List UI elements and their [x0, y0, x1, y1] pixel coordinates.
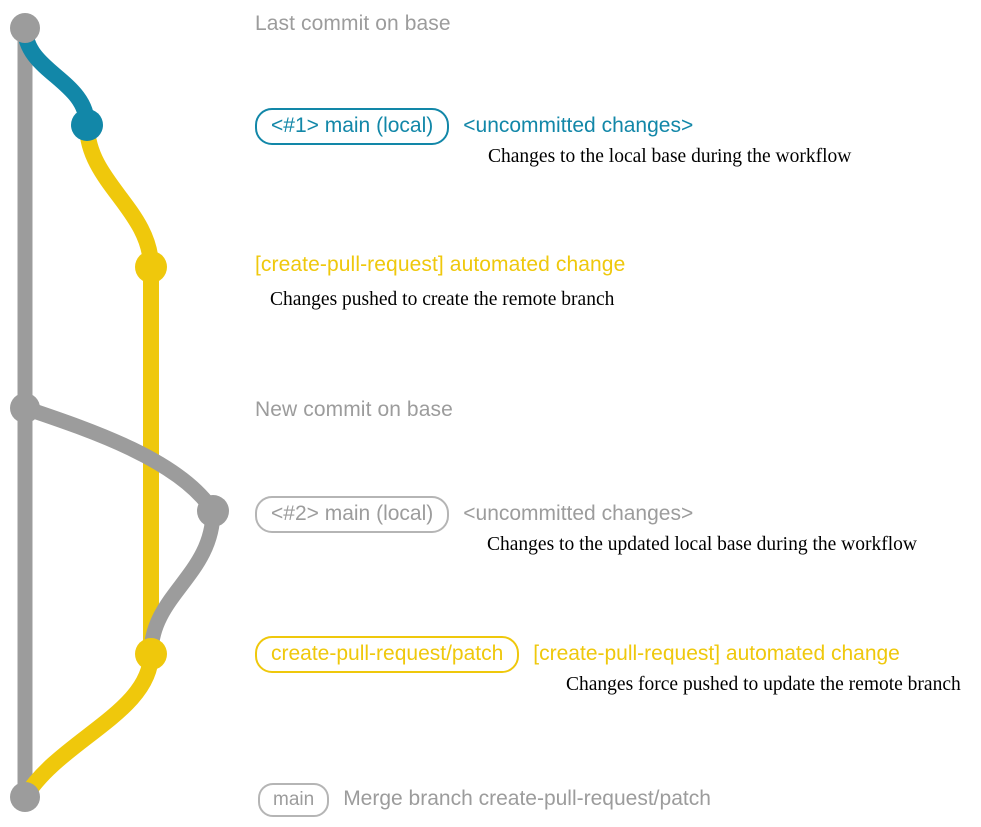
commit-node-patch-commit-1[interactable]: [135, 251, 167, 283]
commit-subject-local-2: <uncommitted changes>: [463, 502, 694, 525]
row-local-commit-1: <#1> main (local) <uncommitted changes>: [255, 108, 693, 145]
edge-basenew-to-local2: [17, 400, 221, 519]
commit-subject-patch-2: [create-pull-request] automated change: [533, 642, 900, 665]
graph-edges: [17, 20, 221, 805]
commit-subject-merge: Merge branch create-pull-request/patch: [343, 787, 711, 810]
commit-node-local-commit-1[interactable]: [71, 109, 103, 141]
label-last-commit-on-base: Last commit on base: [255, 12, 451, 35]
commit-subject-local-1: <uncommitted changes>: [463, 114, 694, 137]
commit-subject-patch-1: [create-pull-request] automated change: [255, 253, 626, 276]
commit-description-patch-2: Changes force pushed to update the remot…: [566, 674, 961, 695]
commit-description-local-1: Changes to the local base during the wor…: [488, 146, 852, 167]
commit-node-local-commit-2[interactable]: [197, 495, 229, 527]
commit-node-patch-commit-2[interactable]: [135, 638, 167, 670]
edge-patch2-to-merge: [17, 646, 159, 805]
label-new-commit-on-base: New commit on base: [255, 398, 453, 421]
ref-badge-main-local-1[interactable]: <#1> main (local): [255, 108, 450, 145]
edge-local1-to-patch1: [79, 117, 159, 275]
graph-nodes: [10, 13, 229, 812]
edge-local2-to-patch2: [143, 503, 221, 662]
ref-badge-create-pull-request-patch[interactable]: create-pull-request/patch: [255, 636, 520, 673]
commit-node-base-head[interactable]: [10, 13, 40, 43]
ref-badge-main[interactable]: main: [258, 783, 330, 817]
row-merge-commit: main Merge branch create-pull-request/pa…: [258, 782, 711, 817]
commit-node-merge-commit[interactable]: [10, 782, 40, 812]
edge-base-to-local1: [17, 20, 95, 133]
ref-badge-main-local-2[interactable]: <#2> main (local): [255, 496, 450, 533]
row-local-commit-2: <#2> main (local) <uncommitted changes>: [255, 496, 693, 533]
row-patch-commit-2: create-pull-request/patch [create-pull-r…: [255, 636, 900, 673]
commit-node-base-new[interactable]: [10, 393, 40, 423]
commit-description-local-2: Changes to the updated local base during…: [487, 534, 917, 555]
commit-description-patch-1: Changes pushed to create the remote bran…: [270, 289, 615, 310]
